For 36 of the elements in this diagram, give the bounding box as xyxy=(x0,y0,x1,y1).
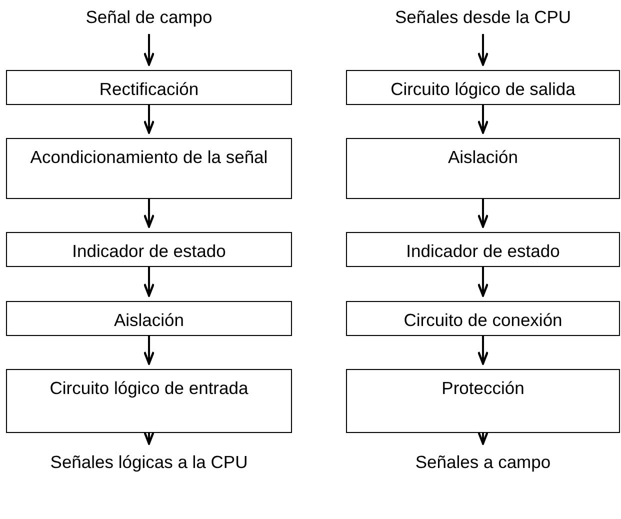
arrow xyxy=(477,430,489,445)
signal-label: Señal de campo xyxy=(86,6,212,29)
process-box xyxy=(346,138,620,199)
signal-label: Señales lógicas a la CPU xyxy=(50,451,248,474)
arrow xyxy=(477,34,489,66)
arrow xyxy=(143,105,155,134)
arrow xyxy=(477,199,489,228)
process-box xyxy=(346,301,620,336)
process-box xyxy=(6,301,292,336)
arrow xyxy=(143,34,155,66)
process-box xyxy=(346,369,620,433)
arrow xyxy=(477,105,489,134)
arrow xyxy=(143,430,155,445)
arrow xyxy=(477,267,489,297)
box-label: Aislación xyxy=(448,146,518,169)
arrow xyxy=(143,199,155,228)
box-label: Aislación xyxy=(114,309,184,332)
box-label: Circuito de conexión xyxy=(404,309,562,332)
arrow xyxy=(477,336,489,365)
box-label: Acondicionamiento de la señal xyxy=(30,146,268,169)
arrow xyxy=(143,336,155,365)
box-label: Indicador de estado xyxy=(72,240,226,263)
signal-label: Señales a campo xyxy=(415,451,551,474)
process-box xyxy=(6,369,292,433)
process-box xyxy=(346,232,620,267)
process-box xyxy=(346,70,620,105)
signal-label: Señales desde la CPU xyxy=(394,6,572,29)
arrow xyxy=(143,267,155,297)
process-box xyxy=(6,232,292,267)
box-label: Indicador de estado xyxy=(406,240,560,263)
box-label: Circuito lógico de entrada xyxy=(50,377,248,400)
box-label: Circuito lógico de salida xyxy=(390,78,576,101)
process-box xyxy=(6,70,292,105)
process-box xyxy=(6,138,292,199)
box-label: Protección xyxy=(442,377,524,400)
box-label: Rectificación xyxy=(99,78,199,101)
